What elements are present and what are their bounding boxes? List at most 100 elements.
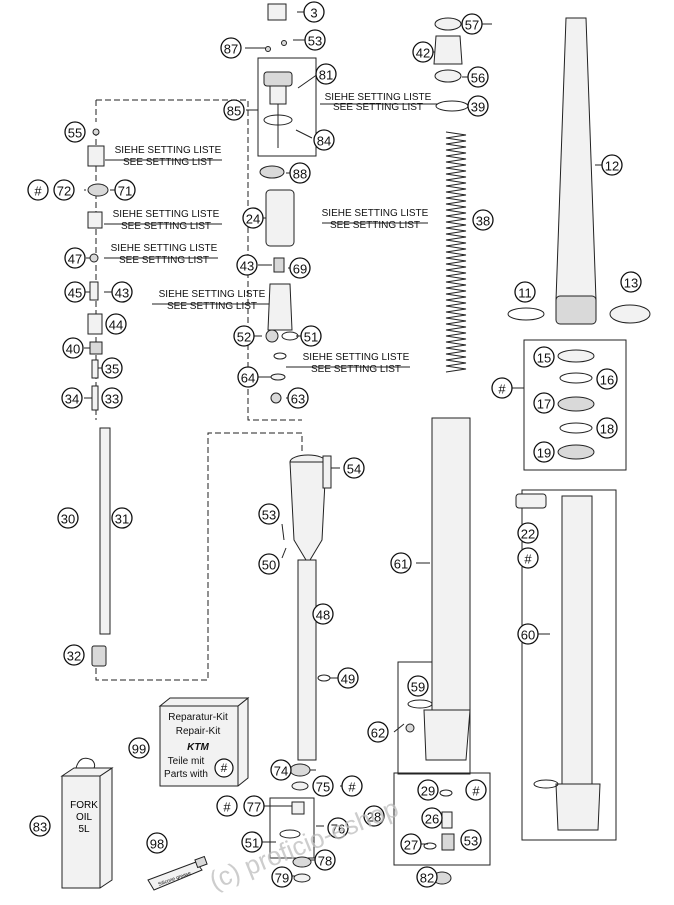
callout-label: # [34,184,42,199]
callout-label: 79 [275,871,289,886]
callout-circle [461,13,483,35]
callout-label: 88 [293,167,307,182]
callout-c81: 81 [315,63,337,85]
part-cartridge-top [87,145,105,167]
callout-circle [216,795,238,817]
callout-c28: 28 [363,805,385,827]
callout-circle [300,325,322,347]
callout-c51a: 51 [300,325,322,347]
callout-label: 31 [115,512,129,527]
part-26 [441,811,453,829]
callout-label: 32 [67,649,81,664]
callout-c51b: 51 [241,831,263,853]
callout-circle [533,346,555,368]
callout-label: 49 [341,672,355,687]
callout-circle [64,121,86,143]
callout-label: 62 [371,726,385,741]
part-18 [559,422,593,434]
callout-c98: 98 [146,832,168,854]
callout-circle [146,832,168,854]
part-33 [91,385,99,411]
callout-c31: 31 [111,507,133,529]
part-48 [297,559,317,761]
callout-label: 98 [150,837,164,852]
callout-c84: 84 [313,129,335,151]
callout-circle [128,737,150,759]
callout-label: 83 [33,820,47,835]
callout-c88: 88 [289,162,311,184]
callout-c15: 15 [533,346,555,368]
callout-circle [467,95,489,117]
callout-label: 39 [471,100,485,115]
callout-circle [421,807,443,829]
callout-circle [363,805,385,827]
callout-circle [304,29,326,51]
part-61 [431,417,471,719]
callout-circle [53,179,75,201]
spring-coil [445,131,467,373]
callout-c59: 59 [407,675,429,697]
setting-note-en: SEE SETTING LIST [121,221,211,232]
kit-line2: Repair-Kit [176,726,221,737]
callout-label: # [498,382,506,397]
part-29 [439,789,453,797]
part-12-bottom [555,295,597,325]
callout-c22: 22 [517,522,539,544]
callout-c33: 33 [101,387,123,409]
callout-circle [312,775,334,797]
oil-can-line3: 5L [78,824,90,835]
callout-label: 99 [132,742,146,757]
part-27 [423,842,437,850]
callout-label: 48 [316,608,330,623]
part-81 [263,71,293,87]
callout-circle [287,387,309,409]
callout-circle [460,829,482,851]
part-11 [507,307,545,321]
callout-label: 16 [600,373,614,388]
part-42 [433,35,463,65]
callout-c57: 57 [461,13,483,35]
part-35 [91,359,99,379]
callout-label: 76 [331,822,345,837]
callout-hashC: # [517,547,539,569]
setting-note-de: SIEHE SETTING LISTE [159,289,266,300]
callout-c39: 39 [467,95,489,117]
part-24 [265,189,295,247]
callout-c47: 47 [64,247,86,269]
callout-label: 12 [605,159,619,174]
part-16 [559,372,593,384]
callout-c43a: 43 [236,254,258,276]
callout-c85: 85 [223,99,245,121]
setting-note-en: SEE SETTING LIST [330,220,420,231]
part-60-foot [555,783,601,831]
part-38-spring [445,131,467,373]
callout-c40: 40 [62,337,84,359]
callout-c54: 54 [343,457,365,479]
callout-label: 87 [224,42,238,57]
part-valve-stack [267,283,293,331]
part-32 [91,645,107,667]
callout-label: 60 [521,628,535,643]
callout-circle [491,377,513,399]
leader-lines [84,11,604,877]
callout-label: 29 [421,784,435,799]
callout-c30: 30 [57,507,79,529]
callout-c35: 35 [101,357,123,379]
callout-circle [533,441,555,463]
callout-c76: 76 [327,817,349,839]
box-bushing-kit [523,339,627,471]
callout-label: 82 [420,871,434,886]
callout-label: 53 [464,834,478,849]
callout-label: 38 [476,214,490,229]
callout-label: 56 [471,71,485,86]
callout-circle [517,623,539,645]
part-13 [609,304,651,324]
callout-label: # [472,784,480,799]
callout-c38: 38 [472,209,494,231]
box-85-assembly [257,57,317,157]
callout-label: 54 [347,462,361,477]
callout-circle [314,849,336,871]
